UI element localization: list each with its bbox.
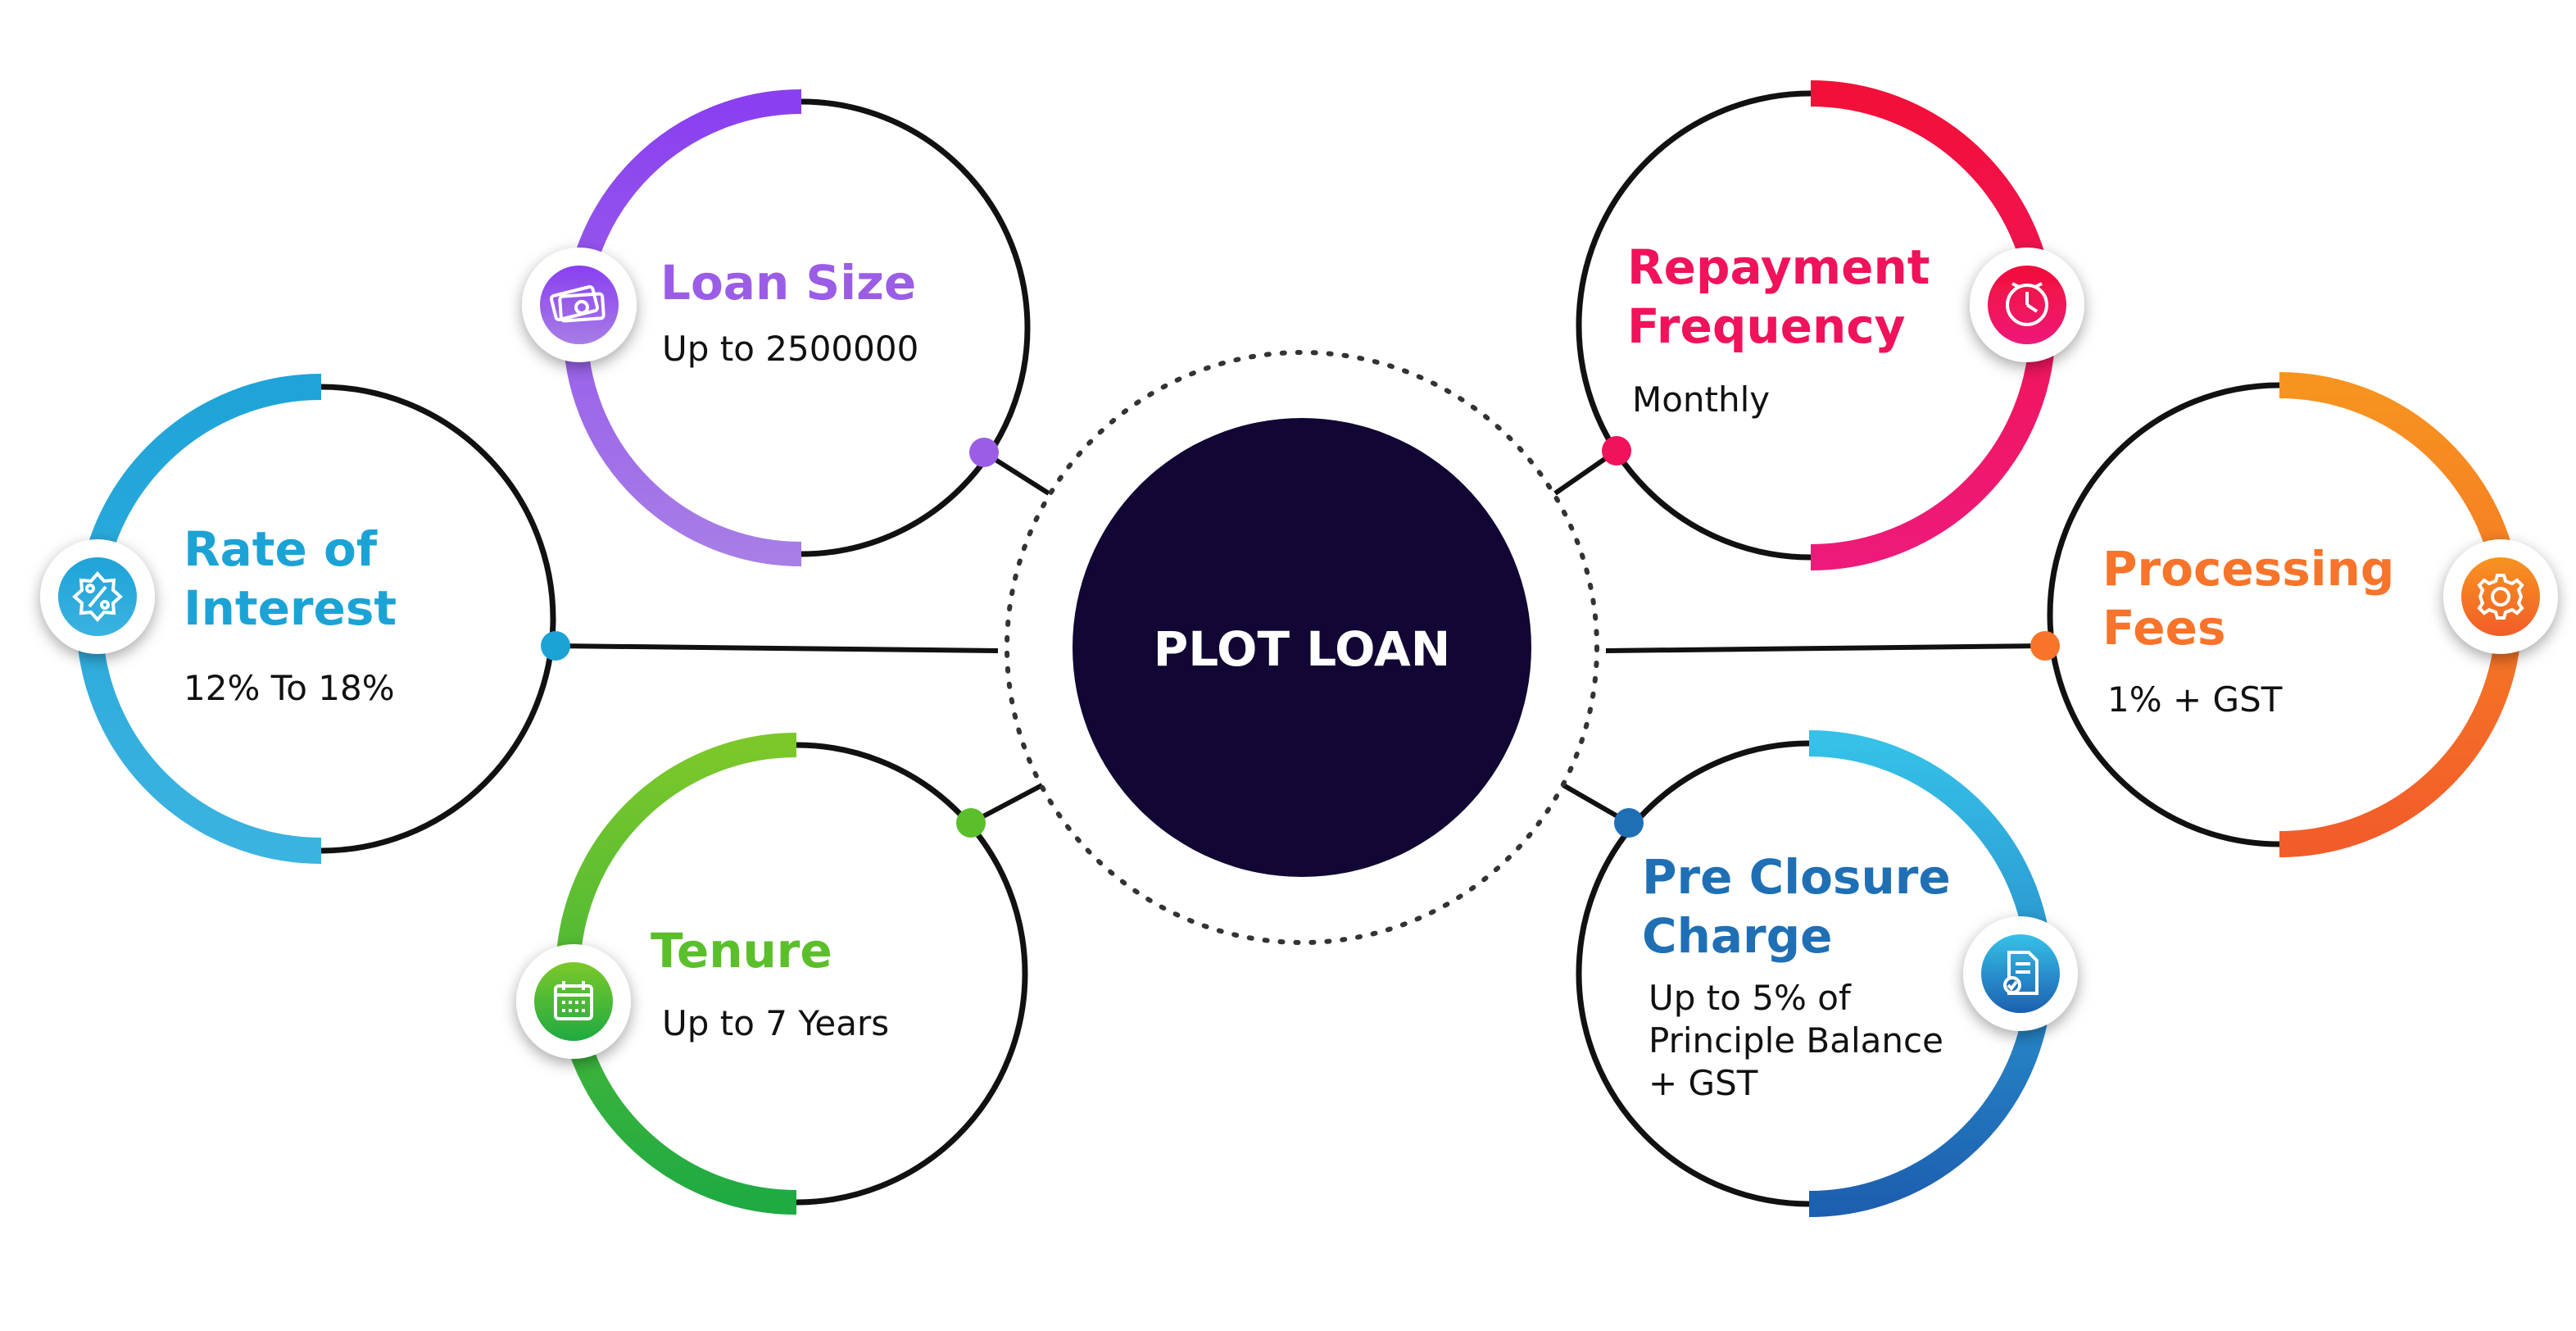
node-dot <box>1614 808 1644 838</box>
node-dot <box>1602 436 1631 466</box>
node-value: Monthly <box>1632 379 1770 420</box>
node-value: Up to 7 Years <box>662 1003 889 1043</box>
connector-processing-fees <box>1605 643 2046 653</box>
node-dot <box>2030 631 2060 661</box>
node-rate-of-interest: Rate of Interest 12% To 18% <box>40 374 570 864</box>
node-value: 1% + GST <box>2107 679 2283 720</box>
node-dot <box>956 808 986 838</box>
percent-badge-icon <box>71 570 124 623</box>
node-dot <box>541 631 570 661</box>
icon-badge <box>2443 539 2558 654</box>
calendar-icon <box>554 981 593 1020</box>
document-check-icon <box>2003 951 2039 995</box>
node-repayment-frequency: Repayment Frequency Monthly <box>1576 80 2084 570</box>
node-title: Processing Fees <box>2102 541 2411 656</box>
node-title: Rate of Interest <box>184 521 397 636</box>
dotted-ring <box>1005 350 1599 945</box>
gear-icon <box>2477 574 2524 620</box>
node-value: Up to 2500000 <box>662 329 918 369</box>
node-value: 12% To 18% <box>184 668 395 708</box>
clock-icon <box>2006 282 2048 326</box>
node-dot <box>969 438 999 467</box>
node-processing-fees: Processing Fees 1% + GST <box>2030 372 2558 857</box>
node-title: Repayment Frequency <box>1627 239 1947 354</box>
icon-badge <box>522 248 637 362</box>
center-hub: PLOT LOAN <box>1005 350 1599 945</box>
node-tenure: Tenure Up to 7 Years <box>516 733 1028 1215</box>
connector-rate-of-interest <box>555 643 999 653</box>
node-loan-size: Loan Size Up to 2500000 <box>522 89 1031 566</box>
node-title: Loan Size <box>660 255 916 311</box>
center-circle <box>1073 418 1531 877</box>
center-label: PLOT LOAN <box>1154 621 1451 677</box>
money-icon <box>549 285 605 323</box>
node-title: Tenure <box>651 923 832 979</box>
node-pre-closure-charge: Pre Closure Charge Up to 5% of Principle… <box>1576 730 2078 1217</box>
icon-badge <box>516 944 631 1059</box>
node-title: Pre Closure Charge <box>1642 849 1967 964</box>
node-value: Up to 5% of Principle Balance + GST <box>1649 978 1954 1103</box>
